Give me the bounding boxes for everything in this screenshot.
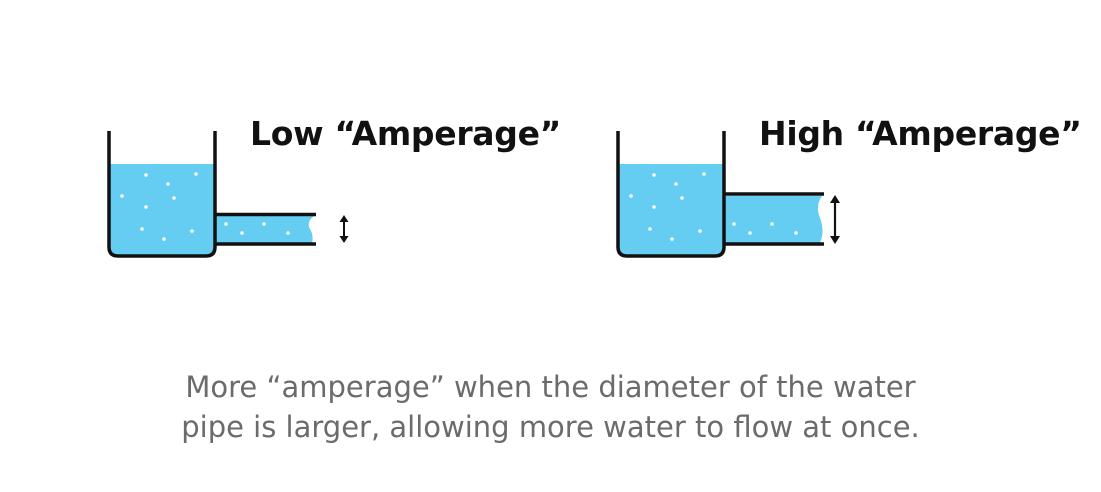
low-pipe-water <box>214 216 314 243</box>
high-pipe-water <box>723 196 823 243</box>
high-diameter-arrow-icon <box>830 195 840 244</box>
low-amperage-title: Low “Amperage” <box>250 114 562 153</box>
low-amperage-panel <box>107 131 349 258</box>
low-diameter-arrow-icon <box>339 215 349 243</box>
caption-line-2: pipe is larger, allowing more water to f… <box>181 410 920 444</box>
caption-line-1: More “amperage” when the diameter of the… <box>185 370 916 404</box>
high-tank-outline <box>616 131 726 258</box>
low-tank-water <box>110 164 214 255</box>
low-tank-outline <box>107 131 217 258</box>
high-amperage-title: High “Amperage” <box>759 114 1082 153</box>
high-tank-water <box>619 164 723 255</box>
low-water-bubbles <box>120 172 290 241</box>
high-water-bubbles <box>629 172 798 241</box>
caption: More “amperage” when the diameter of the… <box>0 367 1101 447</box>
high-amperage-panel <box>616 131 840 258</box>
